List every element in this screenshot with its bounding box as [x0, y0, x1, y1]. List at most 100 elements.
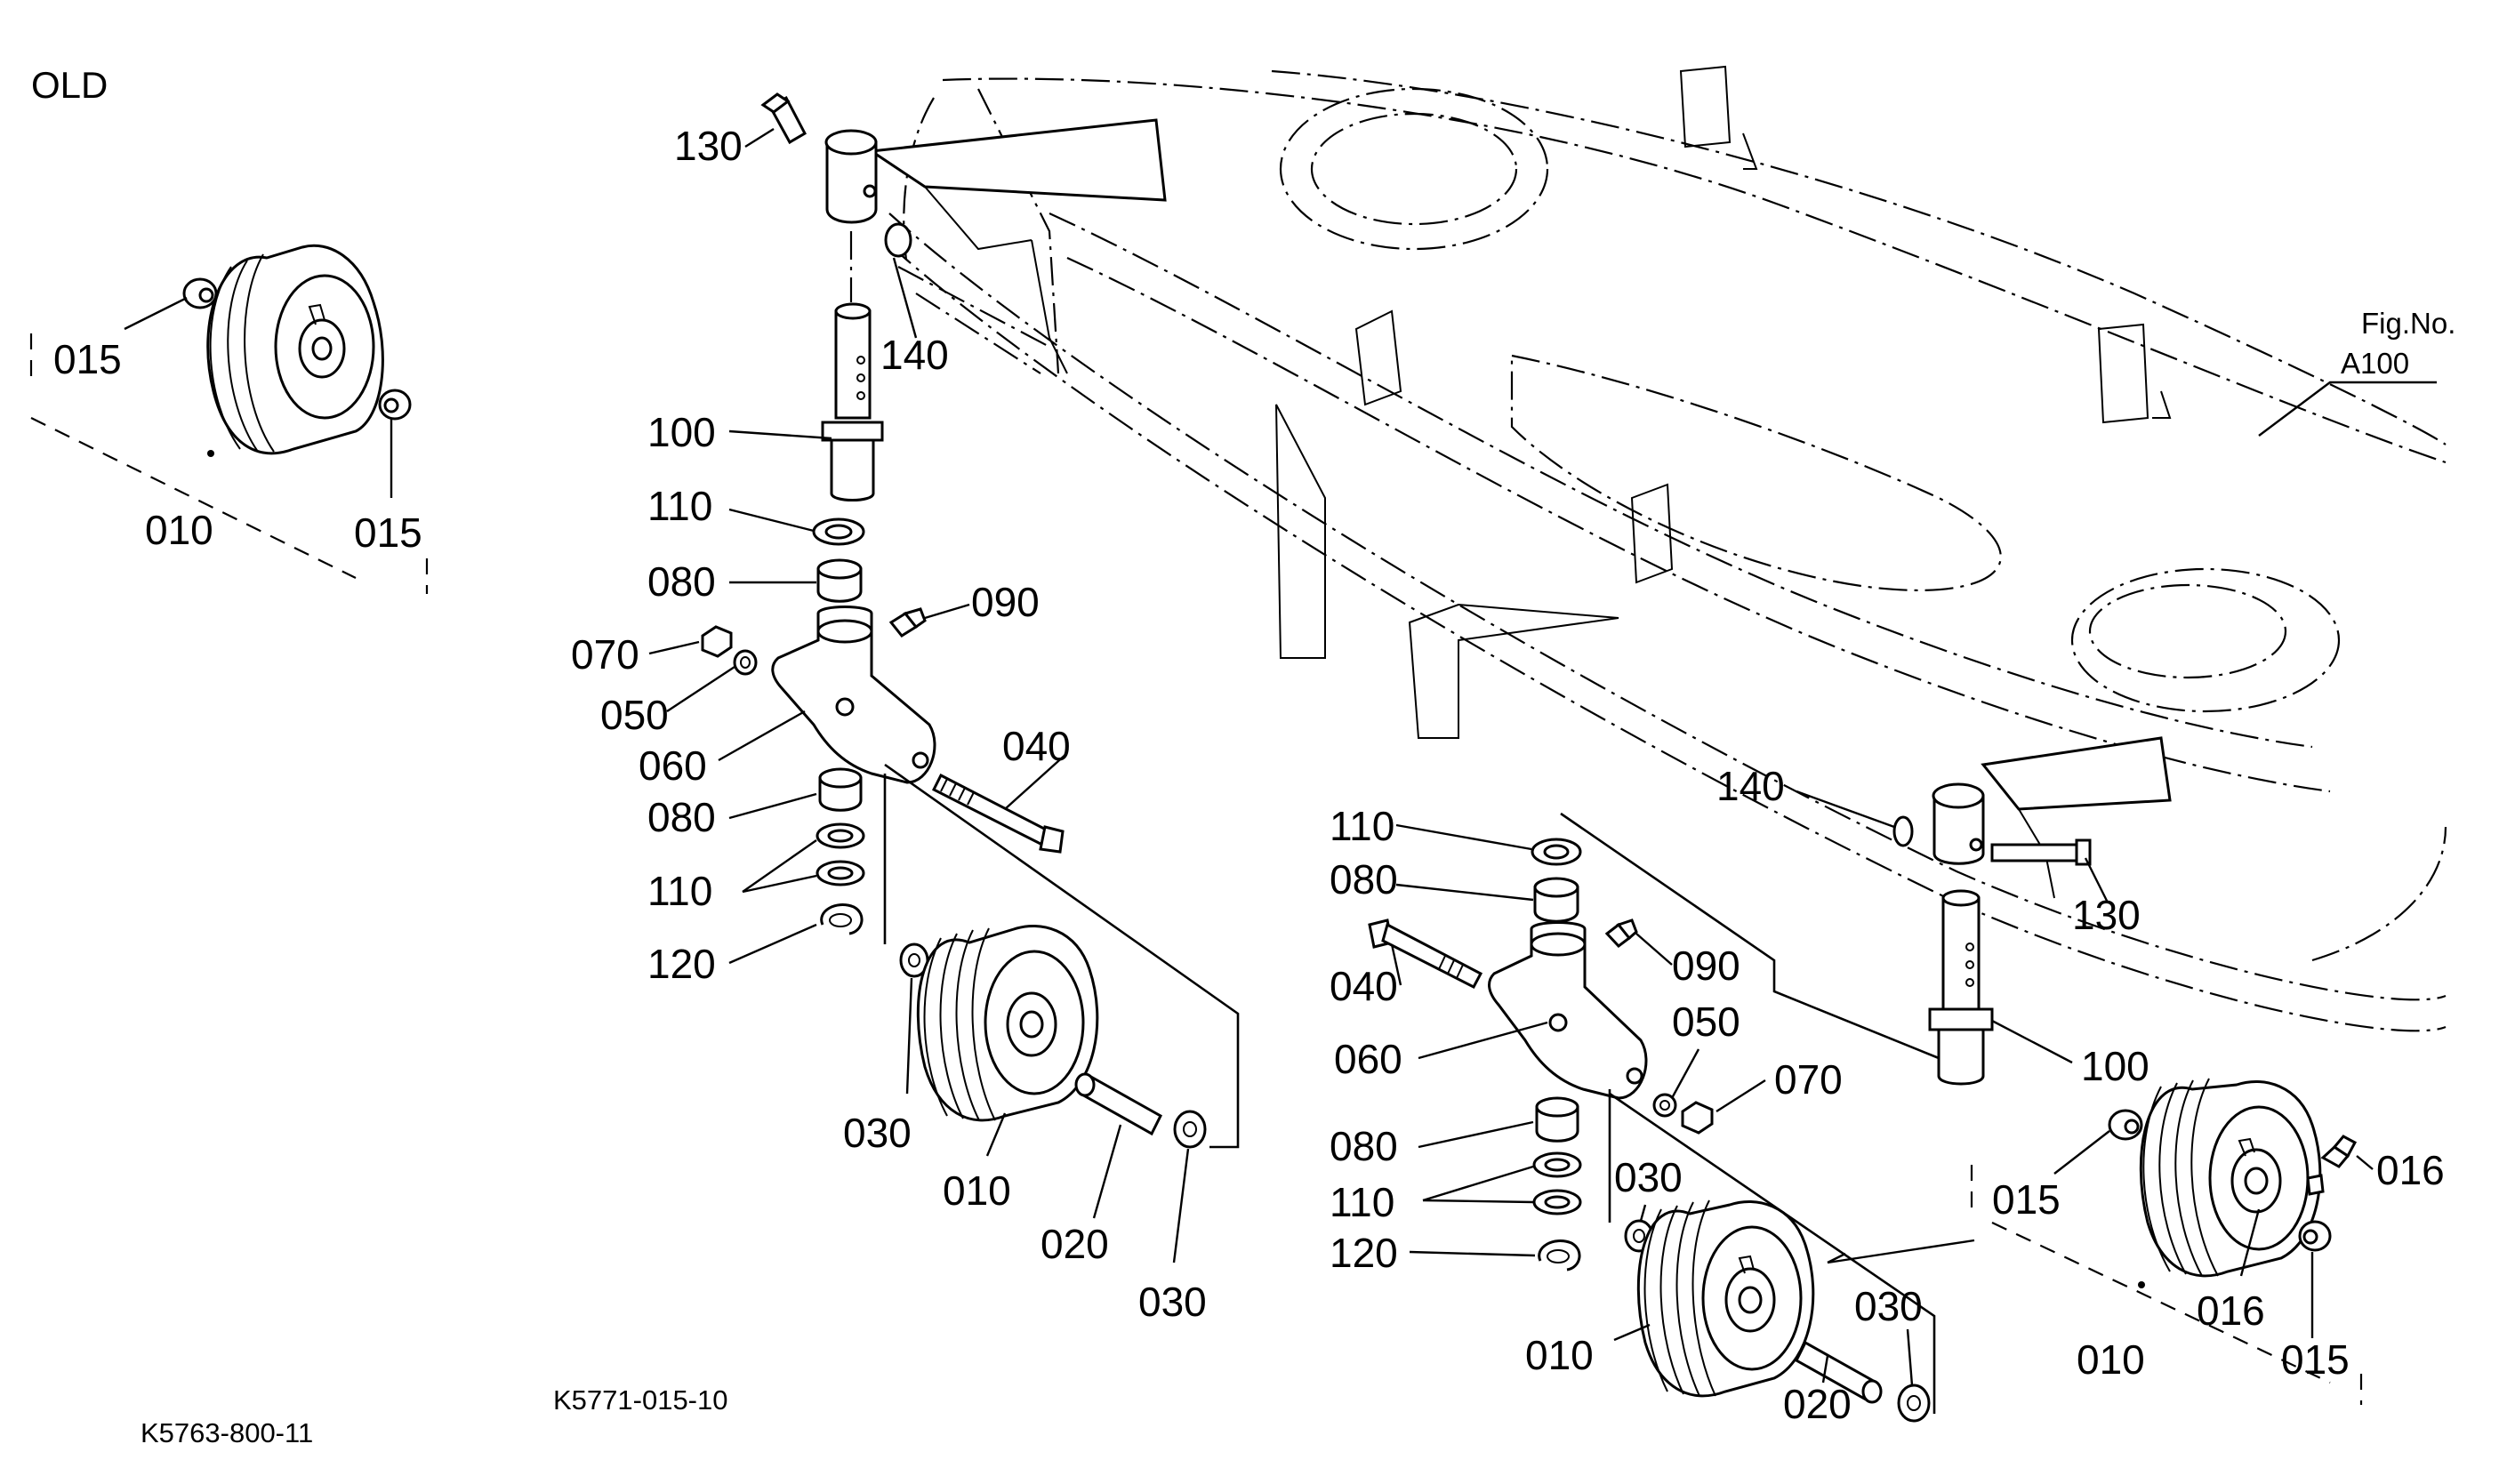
- callout-040: 040: [1330, 963, 1398, 1009]
- callout-100: 100: [2081, 1043, 2149, 1089]
- callout-120: 120: [1330, 1230, 1398, 1276]
- wheel-part-icon: [2139, 1078, 2322, 1278]
- callout-080: 080: [1330, 1123, 1398, 1169]
- callout-140: 140: [880, 332, 949, 378]
- callout-100: 100: [647, 409, 716, 455]
- washer-part-icon: [1532, 1189, 1582, 1215]
- callout-110: 110: [647, 868, 712, 914]
- callout-015: 015: [53, 336, 122, 382]
- mower-deck-outline: [888, 65, 2447, 1032]
- callout-070: 070: [1774, 1056, 1843, 1103]
- callout-050: 050: [600, 692, 669, 738]
- wheel-part-icon: [206, 244, 384, 455]
- washer-part-icon: [1532, 1151, 1582, 1178]
- right-caster-assembly: [1368, 782, 2109, 1423]
- collar-part-icon: [378, 389, 412, 421]
- callout-080: 080: [647, 558, 716, 605]
- callout-030: 030: [843, 1110, 912, 1156]
- callout-120: 120: [647, 941, 716, 987]
- grease-fitting-part-icon: [2306, 1174, 2325, 1196]
- callout-140: 140: [1716, 763, 1785, 809]
- callout-110: 110: [1330, 803, 1394, 849]
- callout-020: 020: [1041, 1221, 1109, 1267]
- pivot-tube-part-icon: [1932, 782, 1985, 865]
- axle-part-icon: [1795, 1340, 1883, 1404]
- washer-part-icon: [1531, 838, 1582, 866]
- bolt-part-icon: [1990, 838, 2092, 866]
- bushing-part-icon: [1535, 1096, 1579, 1143]
- snap-ring-part-icon: [820, 903, 864, 935]
- callout-030: 030: [1614, 1154, 1683, 1200]
- bolt-part-icon: [1368, 918, 1483, 990]
- washer-part-icon: [816, 860, 865, 886]
- washer-part-icon: [1173, 1110, 1207, 1149]
- old-wheel-assembly: [29, 244, 429, 594]
- caster-yoke-part-icon: [1488, 921, 1648, 1100]
- callout-080: 080: [1330, 856, 1398, 902]
- callout-010: 010: [943, 1167, 1011, 1214]
- callout-070: 070: [571, 631, 639, 678]
- labels: OLD Fig.No. A100 K5763-800-11 K5771-015-…: [31, 64, 2455, 1448]
- bolt-part-icon: [760, 92, 807, 145]
- right-caster-mount-arm: [1981, 736, 2172, 899]
- spindle-part-icon: [1928, 889, 1994, 1086]
- grease-fitting-part-icon: [2320, 1135, 2358, 1168]
- pin-part-icon: [1892, 815, 1914, 847]
- callout-110: 110: [1330, 1179, 1394, 1225]
- callout-015: 015: [1992, 1176, 2061, 1223]
- pivot-tube-part-icon: [824, 129, 878, 224]
- wheel-part-icon: [1636, 1199, 1815, 1398]
- caster-yoke-part-icon: [771, 606, 936, 784]
- drawing-code-center: K5771-015-10: [553, 1384, 728, 1416]
- variant-label: OLD: [31, 64, 108, 106]
- nut-part-icon: [701, 625, 733, 658]
- bushing-part-icon: [1533, 877, 1579, 923]
- new-wheel-assembly: [1970, 1078, 2374, 1405]
- collar-part-icon: [2298, 1220, 2332, 1252]
- callout-110: 110: [647, 483, 712, 529]
- callout-090: 090: [971, 579, 1040, 625]
- lock-washer-part-icon: [1652, 1093, 1677, 1118]
- lock-washer-part-icon: [733, 649, 758, 676]
- bolt-part-icon: [931, 773, 1065, 854]
- wheel-part-icon: [916, 925, 1099, 1122]
- callout-015: 015: [2281, 1336, 2350, 1383]
- callout-010: 010: [2077, 1336, 2145, 1383]
- pin-part-icon: [884, 222, 912, 258]
- callout-060: 060: [639, 742, 707, 789]
- callout-040: 040: [1002, 723, 1071, 769]
- figure-ref-line1: Fig.No.: [2361, 307, 2455, 340]
- washer-part-icon: [899, 943, 929, 978]
- callout-030: 030: [1138, 1279, 1207, 1325]
- left-caster-assembly: [648, 92, 1240, 1263]
- nut-part-icon: [1681, 1101, 1714, 1135]
- spindle-part-icon: [821, 302, 884, 501]
- washer-part-icon: [816, 822, 865, 849]
- callout-060: 060: [1334, 1036, 1402, 1082]
- figure-ref-line2: A100: [2341, 347, 2409, 380]
- callout-016: 016: [2376, 1147, 2445, 1193]
- callout-030: 030: [1854, 1283, 1923, 1329]
- grease-fitting-part-icon: [888, 607, 927, 638]
- drawing-code-left: K5763-800-11: [141, 1417, 313, 1448]
- collar-part-icon: [2108, 1109, 2143, 1141]
- bushing-part-icon: [816, 558, 863, 603]
- callout-090: 090: [1672, 943, 1740, 989]
- callout-016: 016: [2197, 1287, 2265, 1334]
- callout-130: 130: [674, 123, 743, 169]
- callout-080: 080: [647, 794, 716, 840]
- grease-fitting-part-icon: [1604, 918, 1638, 949]
- callout-010: 010: [1525, 1332, 1594, 1378]
- snap-ring-part-icon: [1538, 1239, 1581, 1271]
- axle-part-icon: [1074, 1072, 1162, 1136]
- callout-010: 010: [145, 507, 213, 553]
- washer-part-icon: [812, 517, 865, 546]
- callout-020: 020: [1783, 1381, 1852, 1427]
- callout-015: 015: [354, 509, 422, 556]
- callout-130: 130: [2072, 892, 2141, 938]
- left-caster-mount-arm: [867, 118, 1167, 374]
- collar-part-icon: [182, 277, 218, 309]
- callout-050: 050: [1672, 999, 1740, 1045]
- washer-part-icon: [1897, 1384, 1931, 1423]
